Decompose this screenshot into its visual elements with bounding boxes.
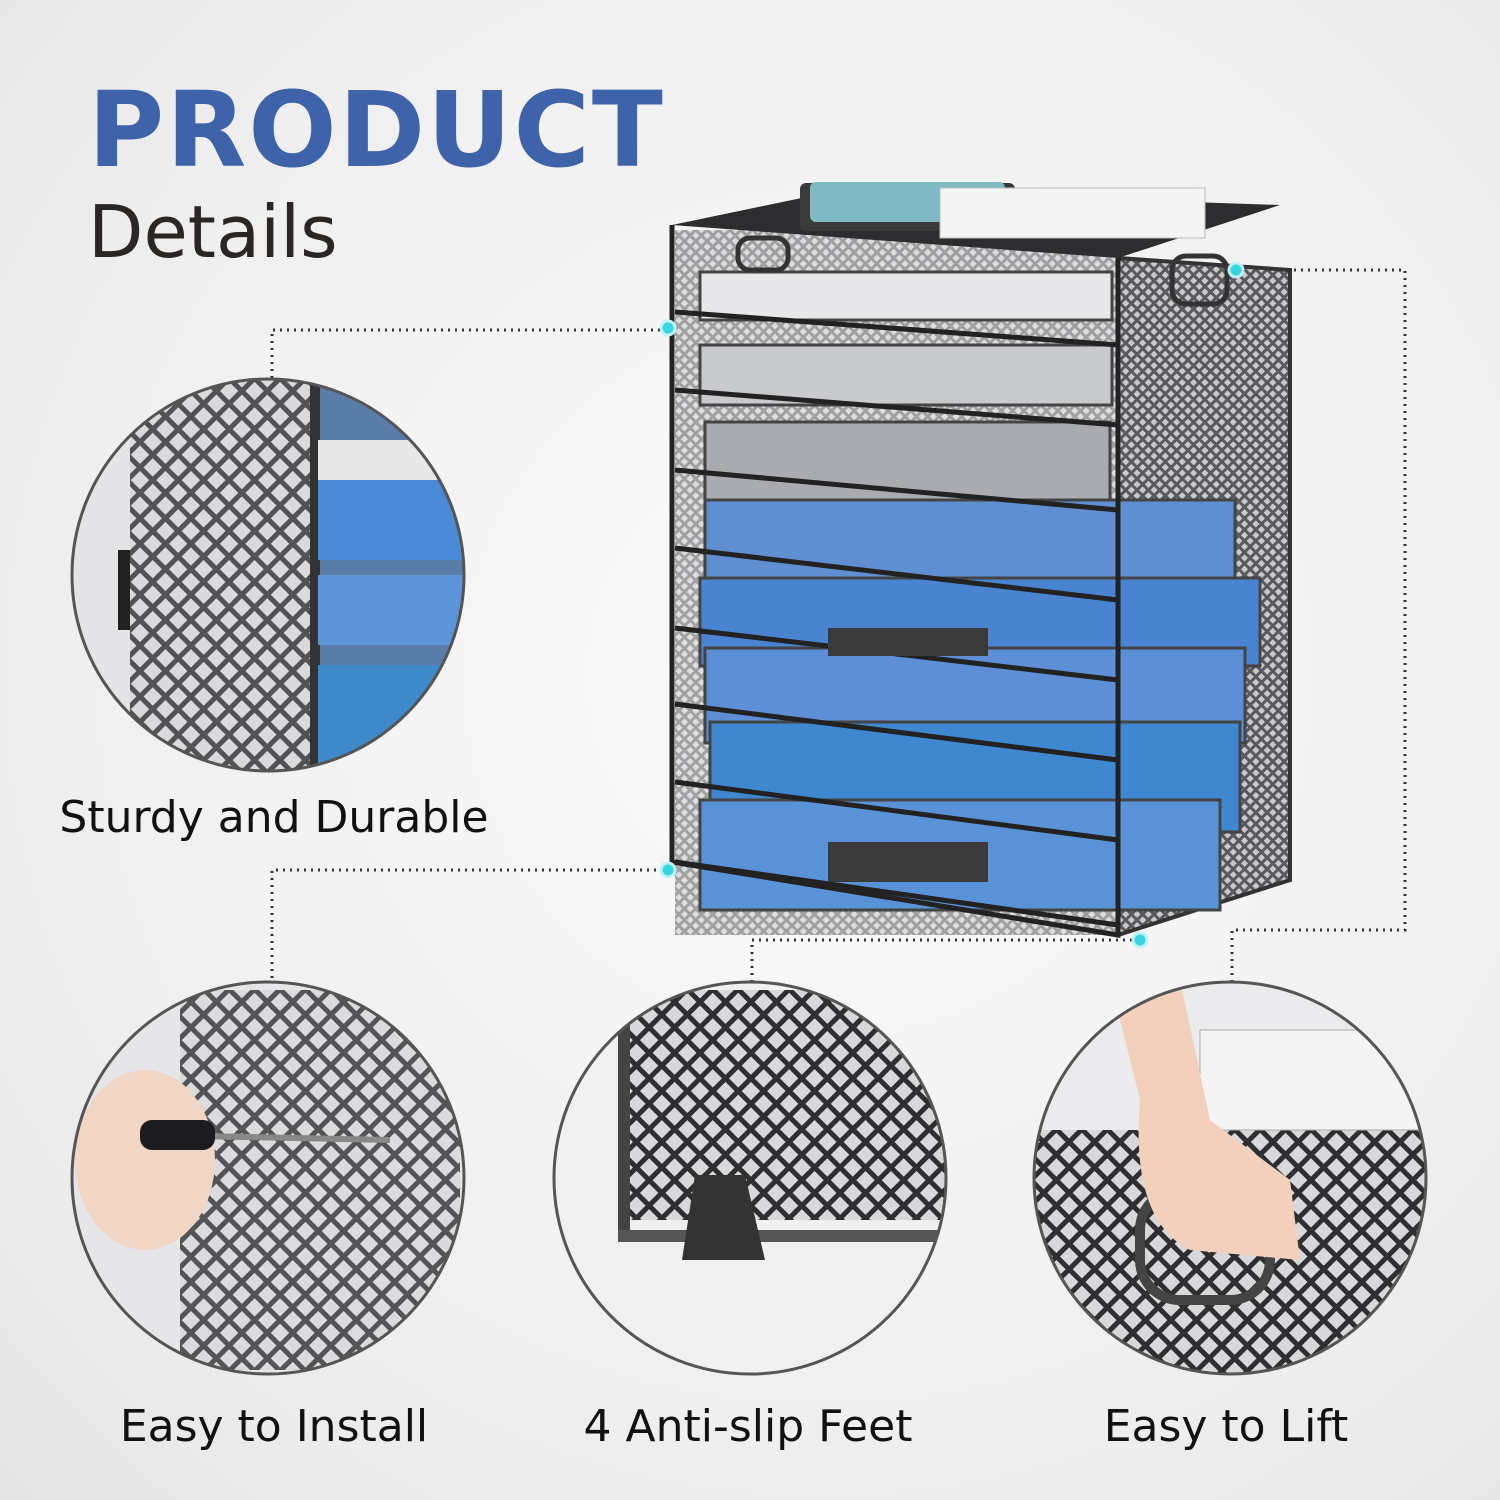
feature-label-sturdy: Sturdy and Durable: [59, 792, 489, 843]
feature-label-lift: Easy to Lift: [1103, 1401, 1349, 1452]
page-subtitle: Details: [88, 190, 338, 274]
detail-circle-sturdy: [70, 377, 466, 773]
feature-label-feet: 4 Anti-slip Feet: [583, 1401, 913, 1452]
detail-circle-lift: [1032, 980, 1428, 1376]
highlight-dots: [659, 261, 1245, 949]
feature-label-install: Easy to Install: [119, 1401, 429, 1452]
connector-lines: [270, 268, 1407, 982]
detail-circle-install: [70, 980, 466, 1376]
page-title: PRODUCT: [88, 69, 665, 191]
detail-circle-feet: [552, 980, 948, 1376]
organizer-product: [669, 182, 1292, 938]
